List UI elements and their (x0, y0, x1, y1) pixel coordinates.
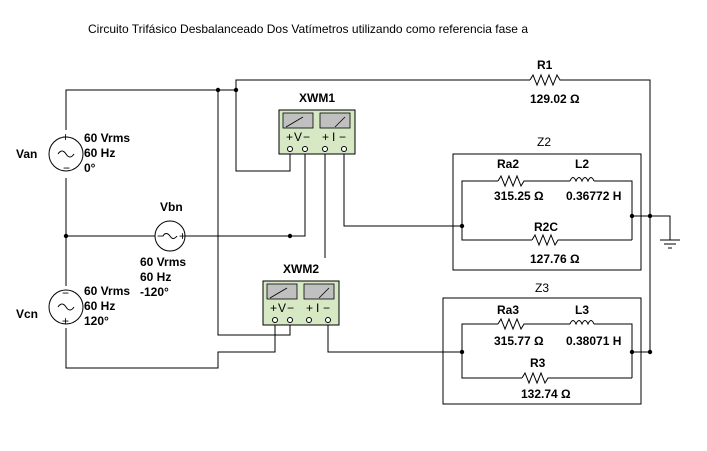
z3-l-name: L3 (575, 303, 589, 317)
svg-text:−: − (287, 301, 294, 315)
source-van-name: Van (16, 147, 37, 161)
z3-name: Z3 (535, 281, 549, 295)
z3-box (442, 297, 642, 405)
r1-name: R1 (537, 58, 553, 72)
source-vbn-name: Vbn (160, 200, 183, 214)
schematic-title: Circuito Trifásico Desbalanceado Dos Vat… (88, 22, 528, 36)
svg-text:−: − (339, 130, 346, 144)
source-van-freq: 60 Hz (84, 146, 115, 160)
source-vcn-voltage: 60 Vrms (84, 284, 130, 298)
svg-text:−: − (323, 301, 330, 315)
source-vcn: − + Vcn 60 Vrms 60 Hz 120° (16, 284, 130, 328)
wattmeter-xwm1-i: I (332, 130, 335, 144)
source-vbn-freq: 60 Hz (140, 270, 171, 284)
source-van-voltage: 60 Vrms (84, 131, 130, 145)
source-vcn-name: Vcn (16, 307, 38, 321)
wattmeter-xwm1[interactable]: XWM1 + V − + I − (278, 91, 356, 155)
current-gauge-icon (303, 283, 335, 300)
z2-ra-value: 315.25 Ω (494, 189, 544, 203)
z2-rc-name: R2C (534, 220, 558, 234)
source-vbn: − + Vbn 60 Vrms 60 Hz -120° (140, 200, 186, 299)
resistor-r1: R1 129.02 Ω (529, 58, 580, 106)
ground-icon (660, 239, 680, 249)
junction-dots (63, 87, 653, 355)
svg-text:−: − (63, 161, 70, 175)
z3-ra-value: 315.77 Ω (494, 334, 544, 348)
svg-text:+: + (270, 301, 277, 315)
wattmeter-xwm2-i: I (316, 301, 319, 315)
svg-text:−: − (303, 130, 310, 144)
svg-text:+: + (62, 130, 69, 144)
wattmeter-xwm2[interactable]: XWM2 + V − + I − (262, 262, 340, 326)
svg-text:+: + (286, 130, 293, 144)
source-vcn-freq: 60 Hz (84, 299, 115, 313)
z3-r-name: R3 (530, 356, 546, 370)
svg-text:+: + (306, 301, 313, 315)
z3-ra-name: Ra3 (497, 303, 519, 317)
svg-text:−: − (62, 286, 69, 300)
svg-text:−: − (157, 229, 164, 243)
z2-box (452, 153, 642, 271)
source-van: + − Van 60 Vrms 60 Hz 0° (16, 130, 130, 175)
z2-ra-name: Ra2 (497, 157, 519, 171)
wattmeter-xwm1-name: XWM1 (299, 91, 335, 105)
z2-name: Z2 (537, 135, 551, 149)
wattmeter-xwm1-v: V (294, 130, 302, 144)
impedance-z2: Z2 Ra2 315.25 Ω L2 0.36772 H R2C 127.76 … (452, 135, 642, 271)
z3-l-value: 0.38071 H (566, 334, 621, 348)
ac-symbol-icon (162, 233, 178, 239)
wattmeter-xwm2-v: V (278, 301, 286, 315)
ac-symbol-icon (57, 150, 75, 158)
svg-text:+: + (179, 229, 186, 243)
z2-l-value: 0.36772 H (566, 189, 621, 203)
source-vcn-phase: 120° (84, 314, 109, 328)
r1-value: 129.02 Ω (530, 92, 580, 106)
source-vbn-voltage: 60 Vrms (140, 255, 186, 269)
wattmeter-xwm2-name: XWM2 (283, 262, 319, 276)
impedance-z3: Z3 Ra3 315.77 Ω L3 0.38071 H R3 132.74 Ω (442, 281, 642, 405)
source-van-phase: 0° (84, 161, 96, 175)
svg-text:+: + (322, 130, 329, 144)
current-gauge-icon (319, 112, 351, 129)
z3-r-value: 132.74 Ω (521, 387, 571, 401)
wires (65, 79, 671, 369)
z2-l-name: L2 (575, 157, 589, 171)
ac-symbol-icon (57, 303, 75, 311)
source-vbn-phase: -120° (140, 285, 169, 299)
svg-text:+: + (62, 314, 69, 328)
z2-rc-value: 127.76 Ω (530, 252, 580, 266)
